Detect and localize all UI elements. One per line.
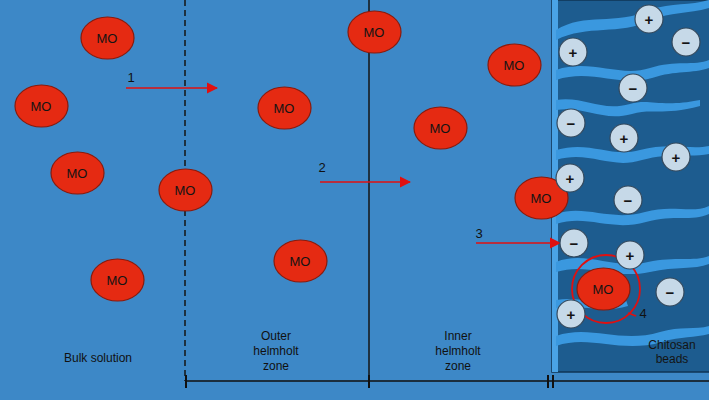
charge-sign: − [570, 235, 579, 252]
molecule-label: MO [531, 191, 552, 206]
molecule-shape [258, 87, 311, 129]
mo-molecule: MO [80, 16, 135, 60]
charge-site: + [558, 37, 588, 67]
charge-site: + [634, 4, 664, 34]
molecule-label: MO [97, 31, 118, 46]
charge-circle [557, 300, 585, 328]
molecule-shape [51, 152, 104, 194]
callout-number: 4 [633, 306, 653, 321]
charge-sign: + [620, 130, 629, 147]
charge-circle [557, 109, 585, 137]
molecule-label: MO [504, 58, 525, 73]
zone-axis [186, 380, 709, 382]
molecule-label: MO [430, 121, 451, 136]
charge-site: − [671, 27, 701, 57]
molecule-shape [488, 44, 541, 86]
step-arrow [126, 87, 217, 89]
molecule-label: MO [107, 273, 128, 288]
charge-sign: + [645, 11, 654, 28]
charge-circle [614, 186, 642, 214]
molecule-label: MO [364, 25, 385, 40]
axis-tick [547, 375, 549, 388]
charge-circle [610, 124, 638, 152]
panel-caption: Chitosan beads [641, 338, 703, 366]
charge-circle [672, 28, 700, 56]
callout-number: 3 [469, 226, 489, 241]
charge-circle [619, 74, 647, 102]
molecule-shape [274, 240, 327, 282]
charge-circle [662, 143, 690, 171]
molecule-label: MO [290, 254, 311, 269]
molecule-shape [414, 107, 467, 149]
charge-sign: − [567, 115, 576, 132]
molecule-label: MO [67, 166, 88, 181]
charge-sign: + [567, 306, 576, 323]
zone-boundary [368, 0, 370, 381]
charge-site: + [661, 142, 691, 172]
mo-molecule: MO [50, 151, 105, 195]
molecule-shape [81, 17, 134, 59]
charge-sign: − [666, 284, 675, 301]
mo-molecule: MO [347, 10, 402, 54]
charge-circle [560, 229, 588, 257]
axis-tick [185, 375, 187, 388]
charge-site: + [615, 240, 645, 270]
mo-molecule: MO [576, 267, 631, 311]
charge-circle [635, 5, 663, 33]
zone-label: Bulk solution [63, 351, 133, 366]
charge-site: + [609, 123, 639, 153]
charge-sign: − [624, 192, 633, 209]
bead-panel [552, 0, 709, 372]
charge-sign: − [682, 34, 691, 51]
molecule-shape [91, 259, 144, 301]
charge-site: + [555, 163, 585, 193]
molecule-label: MO [31, 99, 52, 114]
step-arrow [476, 242, 560, 244]
charge-sign: + [626, 247, 635, 264]
zone-label: Outer helmholt zone [240, 329, 312, 374]
charge-site: + [556, 299, 586, 329]
charge-sign: + [569, 44, 578, 61]
charge-circle [656, 278, 684, 306]
molecule-label: MO [175, 183, 196, 198]
charge-site: − [655, 277, 685, 307]
charge-site: − [559, 228, 589, 258]
zone-label: Inner helmholt zone [422, 329, 494, 374]
leader-line [628, 313, 636, 316]
mo-molecule: MO [158, 168, 213, 212]
mo-molecule: MO [14, 84, 69, 128]
charge-site: − [556, 108, 586, 138]
charge-site: − [618, 73, 648, 103]
charge-sign: − [629, 80, 638, 97]
charge-site: − [613, 185, 643, 215]
axis-tick [368, 375, 370, 388]
charge-circle [556, 164, 584, 192]
mo-molecule: MO [413, 106, 468, 150]
molecule-shape [348, 11, 401, 53]
charge-circle [559, 38, 587, 66]
charge-circle [616, 241, 644, 269]
charge-sign: + [672, 149, 681, 166]
chitosan-bead-panel: Chitosan beads + − + − − + + + − − + MO − + [552, 0, 709, 372]
molecule-label: MO [274, 101, 295, 116]
axis-tick [552, 375, 554, 388]
molecule-label: MO [593, 282, 614, 297]
mo-molecule: MO [257, 86, 312, 130]
step-arrow [320, 181, 410, 183]
mo-molecule: MO [487, 43, 542, 87]
charge-sign: + [566, 170, 575, 187]
mo-molecule: MO [273, 239, 328, 283]
molecule-shape [159, 169, 212, 211]
molecule-shape [577, 268, 630, 310]
mo-molecule: MO [90, 258, 145, 302]
chitosan-strands [556, 0, 709, 346]
callout-number: 1 [121, 70, 141, 85]
molecule-shape [15, 85, 68, 127]
callout-number: 2 [312, 160, 332, 175]
